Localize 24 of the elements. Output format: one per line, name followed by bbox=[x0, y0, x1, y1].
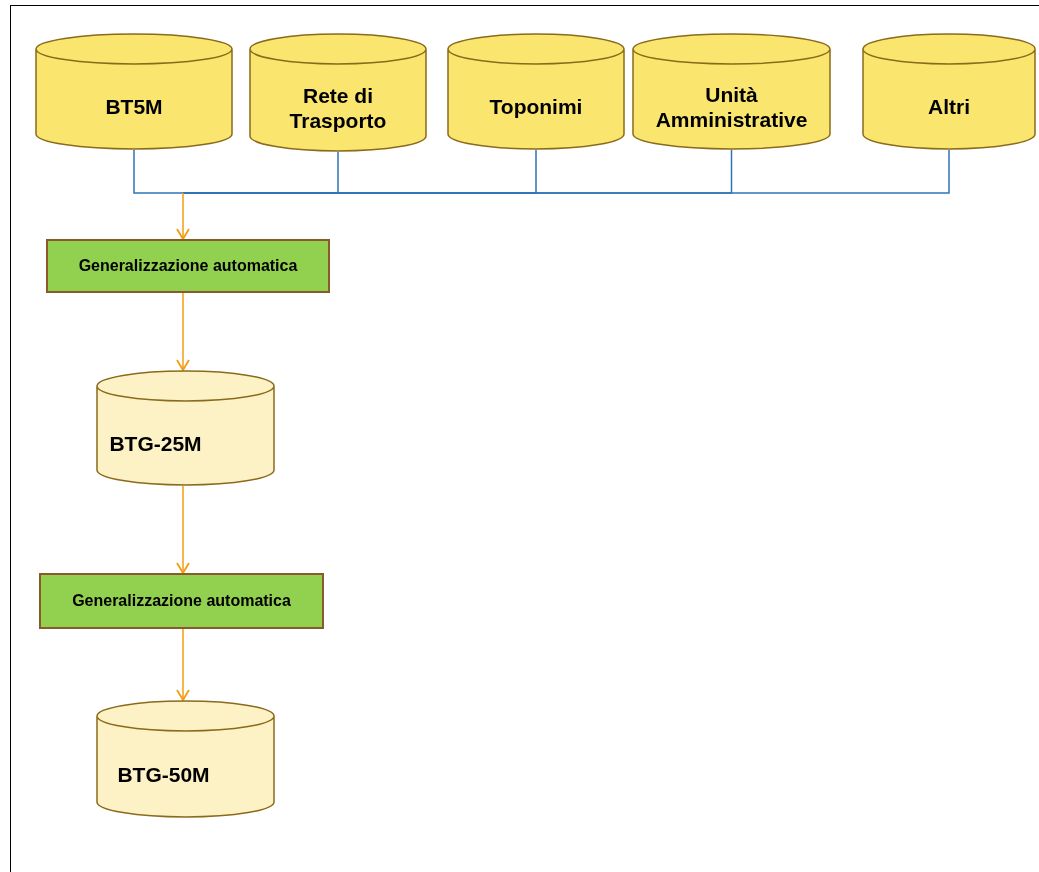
database-label: BTG-50M bbox=[117, 762, 210, 788]
process-label: Generalizzazione automatica bbox=[78, 257, 298, 275]
database-label: BT5M bbox=[105, 95, 163, 120]
process-box bbox=[46, 239, 330, 293]
database-label: Rete di Trasporto bbox=[288, 84, 388, 133]
flow-arrow bbox=[176, 292, 190, 371]
flow-arrow bbox=[176, 192, 190, 240]
database-label: Unità Amministrative bbox=[654, 83, 809, 132]
database-cylinder bbox=[447, 33, 625, 150]
database-cylinder bbox=[862, 33, 1036, 150]
process-box bbox=[39, 573, 324, 629]
flow-arrow bbox=[176, 485, 190, 574]
database-label: BTG-25M bbox=[109, 431, 202, 457]
connector-line bbox=[182, 149, 950, 194]
process-label: Generalizzazione automatica bbox=[72, 592, 291, 610]
database-cylinder bbox=[96, 370, 275, 486]
database-cylinder bbox=[35, 33, 233, 150]
flow-arrow bbox=[176, 628, 190, 701]
database-cylinder bbox=[249, 33, 427, 152]
database-cylinder bbox=[632, 33, 831, 150]
database-label: Altri bbox=[928, 95, 970, 120]
connector-line bbox=[133, 149, 184, 194]
database-cylinder bbox=[96, 700, 275, 818]
database-label: Toponimi bbox=[489, 95, 583, 120]
